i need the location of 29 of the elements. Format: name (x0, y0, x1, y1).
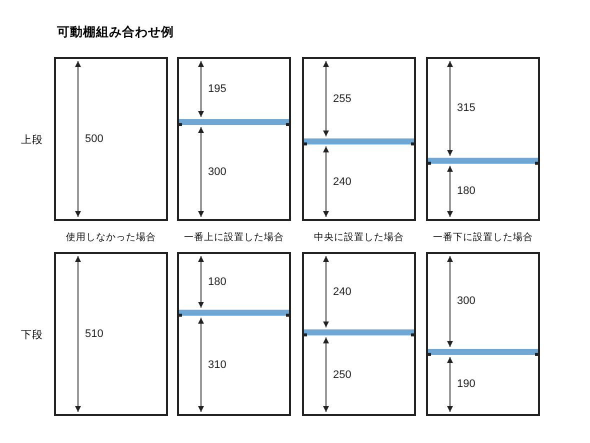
dimension-label: 300 (208, 166, 226, 178)
diagram-title: 可動棚組み合わせ例 (57, 24, 174, 41)
dimension-label: 195 (208, 83, 226, 95)
dimension-label: 190 (457, 378, 476, 390)
dimension-label: 315 (457, 102, 476, 114)
cabinet-panel (302, 252, 416, 416)
cabinet-panel (426, 252, 540, 416)
cabinet-panel (177, 252, 291, 416)
cabinet-panel (426, 57, 540, 221)
row-label: 下段 (20, 328, 44, 342)
dimension-label: 500 (85, 133, 104, 145)
dimension-label: 250 (333, 368, 352, 381)
column-caption: 一番下に設置した場合 (432, 231, 534, 244)
row-label: 上段 (20, 133, 44, 147)
cabinet-panel (54, 57, 168, 221)
column-caption: 一番上に設置した場合 (183, 231, 285, 244)
column-caption: 中央に設置した場合 (313, 231, 405, 244)
cabinet-panel (54, 252, 168, 416)
dimension-label: 255 (333, 92, 352, 105)
column-caption: 使用しなかった場合 (65, 231, 157, 244)
dimension-label: 310 (208, 358, 226, 371)
cabinet-panel (302, 57, 416, 221)
dimension-label: 180 (208, 276, 226, 288)
dimension-label: 510 (85, 328, 104, 340)
dimension-label: 240 (333, 286, 352, 298)
dimension-label: 300 (457, 295, 476, 308)
dimension-label: 240 (333, 176, 352, 188)
dimension-label: 180 (457, 185, 476, 198)
cabinet-panel (177, 57, 291, 221)
